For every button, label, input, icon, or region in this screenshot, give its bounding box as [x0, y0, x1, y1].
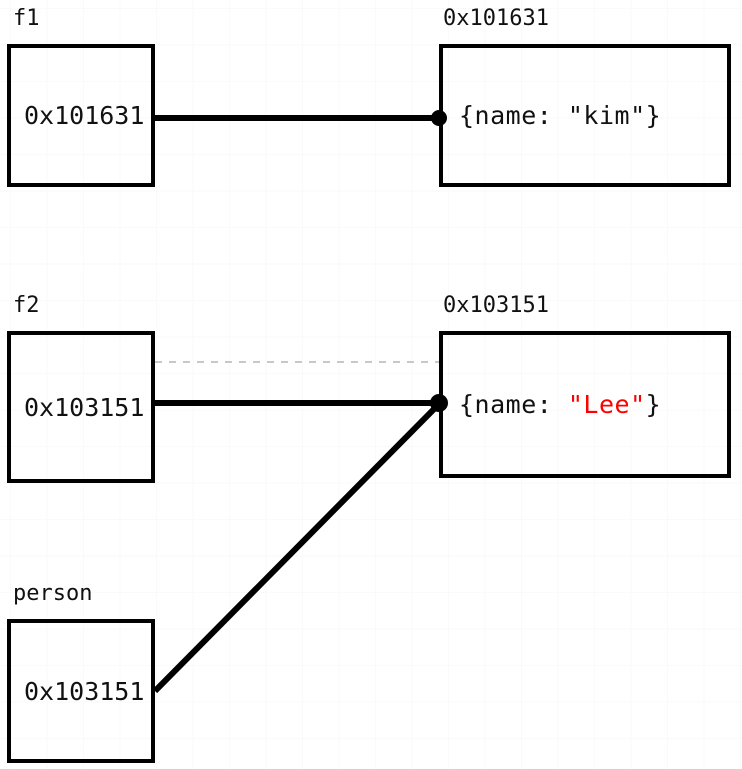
- object-open-brace-103151: {name:: [459, 390, 568, 419]
- object-literal-101631: {name: "kim"}: [443, 103, 661, 128]
- object-box-101631[interactable]: {name: "kim"}: [439, 44, 731, 187]
- object-close-brace-101631: }: [645, 101, 662, 130]
- variable-box-f2[interactable]: 0x103151: [7, 331, 155, 483]
- object-open-brace-101631: {name:: [459, 101, 568, 130]
- object-value-101631: "kim": [567, 101, 646, 130]
- variable-value-person: 0x103151: [24, 676, 145, 706]
- object-value-103151: "Lee": [567, 390, 646, 419]
- variable-label-f2: f2: [13, 293, 40, 318]
- variable-value-f1: 0x101631: [24, 101, 145, 130]
- object-literal-103151: {name: "Lee"}: [443, 392, 661, 417]
- variable-box-person[interactable]: 0x103151: [7, 619, 155, 763]
- variable-label-f1: f1: [13, 6, 40, 31]
- object-close-brace-103151: }: [645, 390, 662, 419]
- variable-value-f2: 0x103151: [24, 392, 145, 422]
- object-box-103151[interactable]: {name: "Lee"}: [439, 331, 731, 478]
- variable-box-f1[interactable]: 0x101631: [7, 44, 155, 187]
- variable-label-person: person: [13, 581, 93, 606]
- object-address-label-103151: 0x103151: [443, 293, 549, 318]
- object-address-label-101631: 0x101631: [443, 6, 549, 31]
- edge-person-to-obj-103151: [152, 400, 443, 694]
